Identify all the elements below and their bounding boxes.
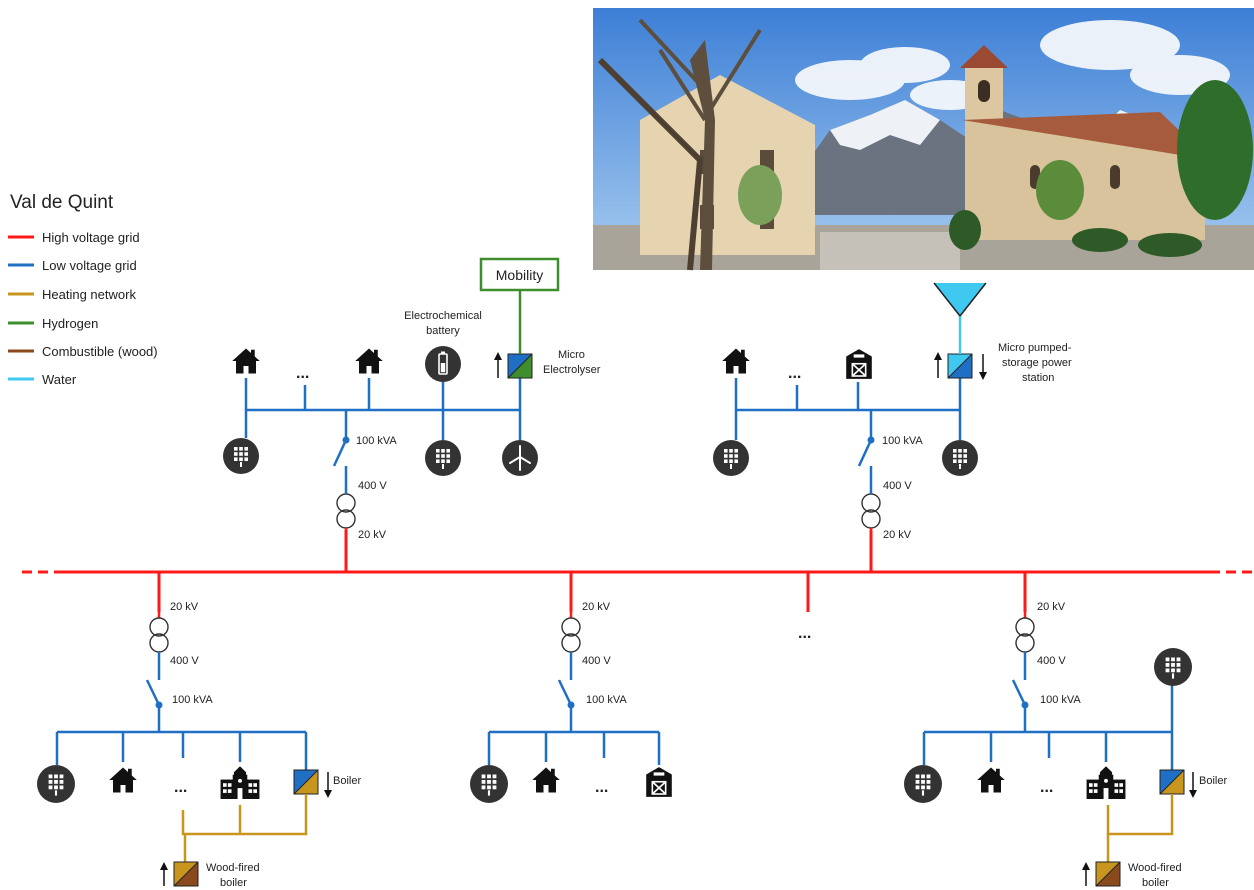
feeder-top-left: 400 V 20 kV 100 kVA ... Electrochemical … <box>223 257 601 541</box>
legend-item-hydrogen: Hydrogen <box>8 316 98 331</box>
voltage-label: 20 kV <box>582 601 611 613</box>
capacity-label: 100 kVA <box>1040 694 1081 706</box>
transformer-icon <box>149 617 169 653</box>
voltage-label: 400 V <box>582 655 611 667</box>
feeder-bottom-left: 20 kV 400 V 100 kVA ... Boiler <box>37 601 361 889</box>
wind-turbine-icon <box>502 440 538 476</box>
legend-item-wood: Combustible (wood) <box>8 344 158 359</box>
mobility-box <box>479 257 560 292</box>
breaker-icon <box>557 679 575 732</box>
voltage-label: 20 kV <box>1037 601 1066 613</box>
arrow-up-icon <box>1082 862 1090 886</box>
barn-icon <box>645 766 673 798</box>
pumped-label: station <box>1022 372 1054 384</box>
arrow-up-icon <box>494 352 502 378</box>
wood-boiler-label: boiler <box>220 877 247 889</box>
ellipsis: ... <box>788 365 801 382</box>
water-reservoir-icon <box>933 282 987 317</box>
legend-label: Hydrogen <box>42 316 98 331</box>
capacity-label: 100 kVA <box>586 694 627 706</box>
wood-boiler-label: Wood-fired <box>206 862 260 874</box>
tree-icon <box>597 18 1253 271</box>
arrow-up-icon <box>934 352 942 378</box>
capacity-label: 100 kVA <box>882 435 923 447</box>
solar-panel-icon <box>942 440 978 476</box>
legend-label: Water <box>42 372 77 387</box>
capacity-label: 100 kVA <box>172 694 213 706</box>
legend-item-hv: High voltage grid <box>8 230 140 245</box>
boiler-label: Boiler <box>333 775 361 787</box>
ellipsis: ... <box>595 779 608 796</box>
legend-label: Low voltage grid <box>42 258 137 273</box>
voltage-label: 400 V <box>170 655 199 667</box>
voltage-label: 20 kV <box>170 601 199 613</box>
transformer-icon <box>861 493 881 529</box>
arrow-down-icon <box>979 354 987 380</box>
ellipsis: ... <box>1040 779 1053 796</box>
arrow-down-icon <box>1189 772 1197 798</box>
ellipsis: ... <box>296 365 309 382</box>
arrow-down-icon <box>324 772 332 798</box>
capacity-label: 100 kVA <box>356 435 397 447</box>
hv-bus: ... <box>22 530 1254 642</box>
house-icon <box>232 348 260 374</box>
voltage-label: 400 V <box>1037 655 1066 667</box>
ellipsis: ... <box>174 779 187 796</box>
feeder-bottom-right: 20 kV 400 V 100 kVA ... Boiler <box>904 601 1227 889</box>
legend-item-lv: Low voltage grid <box>8 258 137 273</box>
breaker-icon <box>332 410 350 467</box>
boiler-label: Boiler <box>1199 775 1227 787</box>
house-icon <box>109 767 137 793</box>
house-icon <box>532 767 560 793</box>
legend-label: Heating network <box>42 287 136 302</box>
solar-panel-icon <box>223 438 259 474</box>
house-icon <box>977 767 1005 793</box>
feeder-top-right: 400 V 20 kV 100 kVA ... Micro pumped- st… <box>713 282 1072 541</box>
mobility-label: Mobility <box>496 267 543 283</box>
solar-panel-icon <box>470 765 508 803</box>
barn-icon <box>845 348 873 380</box>
battery-label: battery <box>426 325 460 337</box>
legend-item-heating: Heating network <box>8 287 136 302</box>
wood-boiler-label: boiler <box>1142 877 1169 889</box>
battery-icon <box>425 346 461 382</box>
electrolyser-label: Micro <box>558 349 585 361</box>
house-icon <box>355 348 383 374</box>
solar-panel-icon <box>1154 648 1192 686</box>
breaker-icon <box>145 679 163 732</box>
ellipsis: ... <box>798 625 811 642</box>
school-icon <box>220 766 260 799</box>
voltage-label: 20 kV <box>883 529 912 541</box>
solar-panel-icon <box>37 765 75 803</box>
breaker-icon <box>857 410 875 467</box>
electrolyser-label: Electrolyser <box>543 364 601 376</box>
house-icon <box>722 348 750 374</box>
church-icon <box>960 45 1210 240</box>
legend-title: Val de Quint <box>10 192 114 213</box>
voltage-label: 400 V <box>358 480 387 492</box>
village-photo <box>593 8 1254 271</box>
transformer-icon <box>336 493 356 529</box>
legend-label: Combustible (wood) <box>42 344 158 359</box>
pumped-label: storage power <box>1002 357 1072 369</box>
solar-panel-icon <box>713 440 749 476</box>
school-icon <box>1086 766 1126 799</box>
transformer-icon <box>1015 617 1035 653</box>
pumped-label: Micro pumped- <box>998 342 1072 354</box>
legend-item-water: Water <box>8 372 77 387</box>
solar-panel-icon <box>425 440 461 476</box>
legend-label: High voltage grid <box>42 230 140 245</box>
legend: Val de Quint High voltage grid Low volta… <box>8 192 158 387</box>
arrow-up-icon <box>160 862 168 886</box>
feeder-bottom-middle: 20 kV 400 V 100 kVA ... <box>470 601 673 803</box>
solar-panel-icon <box>904 765 942 803</box>
battery-label: Electrochemical <box>404 310 482 322</box>
voltage-label: 20 kV <box>358 529 387 541</box>
voltage-label: 400 V <box>883 480 912 492</box>
wood-boiler-label: Wood-fired <box>1128 862 1182 874</box>
breaker-icon <box>1011 679 1029 732</box>
transformer-icon <box>561 617 581 653</box>
